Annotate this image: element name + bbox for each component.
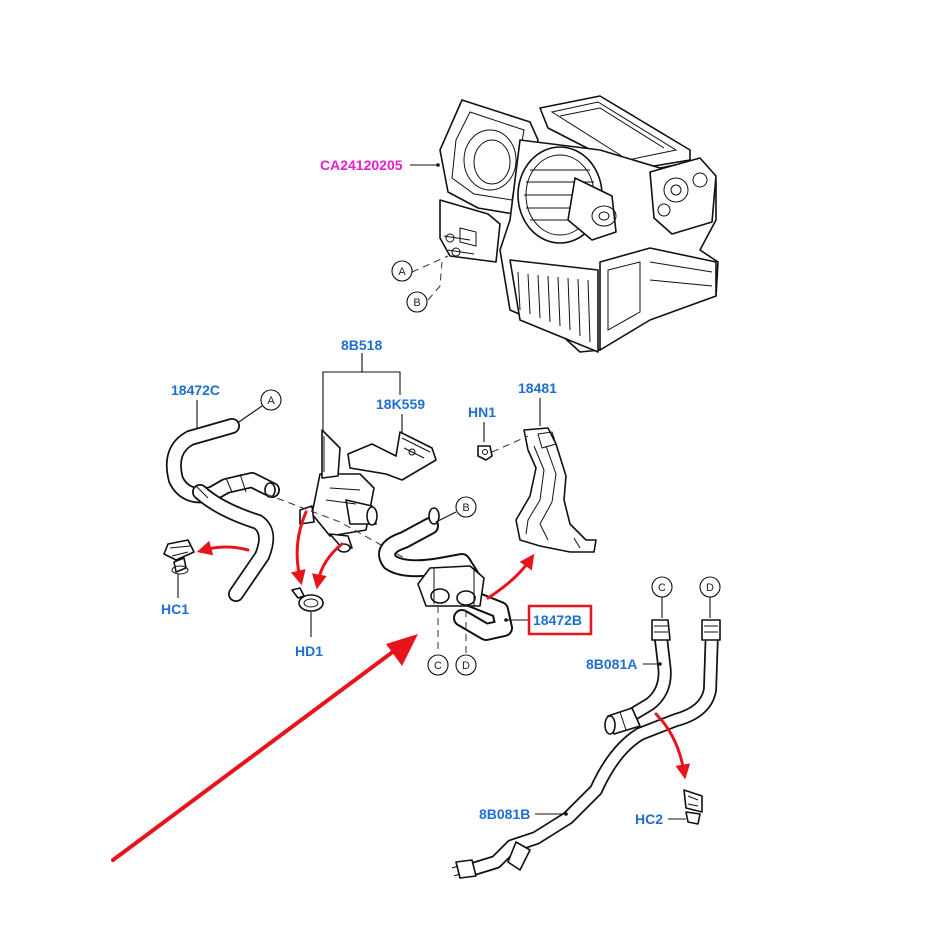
connector-c-mid[interactable]: C — [427, 654, 449, 676]
hose-8b081b — [451, 619, 721, 879]
assembly-centerline — [265, 493, 441, 579]
part-label-hd1[interactable]: HD1 — [295, 643, 323, 659]
hose-8b081a — [604, 619, 672, 735]
connector-d-right[interactable]: D — [699, 576, 721, 598]
part-label-8b518[interactable]: 8B518 — [341, 337, 382, 353]
connector-b-top-leader — [427, 261, 443, 301]
part-label-8b081b[interactable]: 8B081B — [479, 806, 530, 822]
bracket-18481 — [491, 427, 597, 553]
part-label-18481[interactable]: 18481 — [518, 380, 557, 396]
svg-text:A: A — [267, 395, 275, 407]
connector-b-top[interactable]: B — [406, 291, 428, 313]
part-label-18472c[interactable]: 18472C — [171, 382, 220, 398]
main-pointer-arrowhead — [386, 634, 418, 666]
red-arrows — [111, 510, 691, 862]
part-label-8b081a[interactable]: 8B081A — [586, 656, 637, 672]
clamp-hd1 — [291, 587, 324, 612]
connector-a-top[interactable]: A — [391, 260, 413, 282]
main-pointer-arrow — [111, 643, 404, 862]
part-label-hc2[interactable]: HC2 — [635, 811, 663, 827]
hose-18472b — [378, 507, 513, 641]
svg-text:C: C — [434, 660, 442, 672]
svg-text:B: B — [413, 297, 420, 309]
connector-d-mid[interactable]: D — [455, 654, 477, 676]
clamp-hc2 — [683, 789, 703, 825]
connector-a-top-leader — [411, 255, 449, 273]
part-label-hn1[interactable]: HN1 — [468, 404, 496, 420]
part-label-18k559[interactable]: 18K559 — [376, 396, 425, 412]
hose-18472c — [165, 418, 280, 602]
svg-text:A: A — [398, 266, 406, 278]
bracket-18k559 — [347, 431, 437, 481]
svg-text:B: B — [462, 502, 469, 514]
connector-a-mid[interactable]: A — [260, 389, 282, 411]
part-label-hc1[interactable]: HC1 — [161, 601, 189, 617]
highlight-box-18472b — [527, 604, 593, 636]
connector-b-mid[interactable]: B — [455, 496, 477, 518]
svg-text:C: C — [658, 582, 666, 594]
hvac-housing-illustration — [439, 95, 719, 353]
part-label-18472b[interactable]: 18472B — [533, 612, 582, 628]
connector-c-right[interactable]: C — [651, 576, 673, 598]
reference-code-label[interactable]: CA24120205 — [320, 157, 403, 173]
svg-text:D: D — [462, 660, 470, 672]
clamp-hc1 — [163, 539, 195, 575]
svg-text:D: D — [706, 582, 714, 594]
nut-hn1 — [477, 445, 493, 461]
